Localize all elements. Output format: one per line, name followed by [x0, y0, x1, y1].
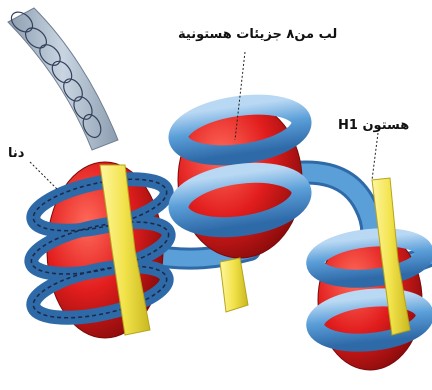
dna-fiber [8, 8, 118, 150]
nucleosome-middle [175, 98, 305, 312]
leader-dna [30, 162, 58, 190]
label-histone-core: لب من٨ جزيئات هستونية [178, 27, 337, 42]
label-dna: دنا [8, 146, 24, 161]
nucleosome-left [27, 162, 173, 338]
label-histone-h1: هستون H1 [338, 118, 409, 133]
leader-h1 [372, 133, 378, 180]
